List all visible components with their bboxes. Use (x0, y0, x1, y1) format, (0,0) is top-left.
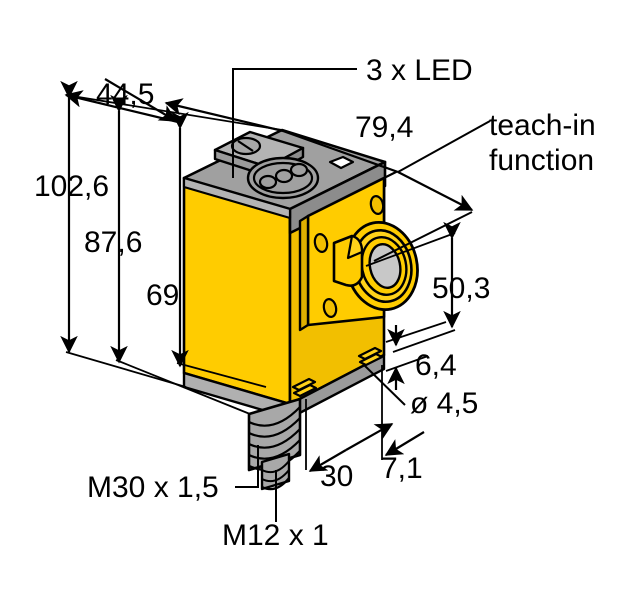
leader-m30 (235, 445, 259, 488)
callout-label-m12: M12 x 1 (222, 519, 329, 552)
mounting-slot-right-icon-2 (358, 352, 384, 367)
led-indicator-3-icon (289, 162, 309, 178)
mounting-slot-left-icon-2 (292, 383, 318, 398)
barrel-thread-2 (248, 417, 301, 438)
dim-line-44-5b (104, 78, 178, 122)
callout-label-teach-in-line1: teach-in (489, 109, 596, 142)
cap-vent-hole-icon (328, 155, 355, 170)
mounting-slot-right-icon (357, 346, 383, 361)
m30-threaded-barrel (247, 397, 302, 472)
dim-line-7-1 (384, 431, 425, 456)
leader-dia-4-5 (363, 364, 406, 406)
dimension-lines (60, 68, 491, 522)
ext-line-bottom-oblique-3 (176, 362, 267, 388)
leader-teach-in-arrow (397, 171, 474, 211)
mounting-slot-group (291, 346, 384, 398)
dim-label-7-1: 7,1 (381, 452, 423, 485)
ext-line-bottom-oblique-2 (115, 359, 251, 415)
optics-screw-hole-left-icon (313, 233, 329, 253)
dim-label-50-3: 50,3 (432, 272, 490, 305)
led-indicator-2-icon (274, 168, 294, 184)
ext-line-50-3-bottom (392, 329, 456, 353)
ext-line-50-3-top (365, 232, 456, 267)
leader-teach-in-1 (397, 120, 491, 173)
dim-label-6-4: 6,4 (415, 349, 457, 382)
optics-screw-hole-top-icon (369, 195, 385, 215)
dim-label-44-5: 44,5 (96, 78, 154, 111)
lens-glass (368, 243, 402, 289)
led-indicator-1-icon (258, 174, 278, 190)
barrel-thread-3 (248, 428, 301, 449)
callout-label-3x-led: 3 x LED (366, 54, 473, 87)
barrel-thread-1 (248, 406, 301, 427)
emitter-nub-highlight (346, 234, 364, 260)
dim-label-87-6: 87,6 (84, 226, 142, 259)
dim-line-79-4b (282, 129, 399, 174)
dim-line-30 (308, 449, 347, 472)
dim-label-dia-4-5: ø 4,5 (410, 387, 478, 420)
dim-label-102-6: 102,6 (34, 170, 109, 203)
boss-screw-slot (237, 140, 254, 152)
dimension-labels: 102,6 87,6 69 44,5 79,4 50,3 6,4 ø 4,5 7… (34, 78, 490, 493)
leader-teach-in-2 (373, 211, 473, 262)
callout-labels: 3 x LED teach-in function M30 x 1,5 M12 … (87, 54, 596, 552)
dim-line-79-4 (164, 98, 284, 133)
ext-line-bottom-oblique-1 (65, 351, 187, 388)
dim-label-30: 30 (320, 460, 353, 493)
mounting-slot-left-icon (291, 377, 317, 392)
callout-label-teach-in-line2: function (489, 144, 594, 177)
dim-label-79-4: 79,4 (355, 111, 413, 144)
leader-3x-led (232, 68, 357, 178)
dim-line-30b (345, 423, 394, 451)
dim-label-69: 69 (146, 279, 179, 312)
optics-block-left (298, 214, 310, 332)
callout-label-m30: M30 x 1,5 (87, 471, 219, 504)
sensor-body (182, 128, 419, 491)
optics-screw-hole-bottom-icon (322, 298, 338, 318)
